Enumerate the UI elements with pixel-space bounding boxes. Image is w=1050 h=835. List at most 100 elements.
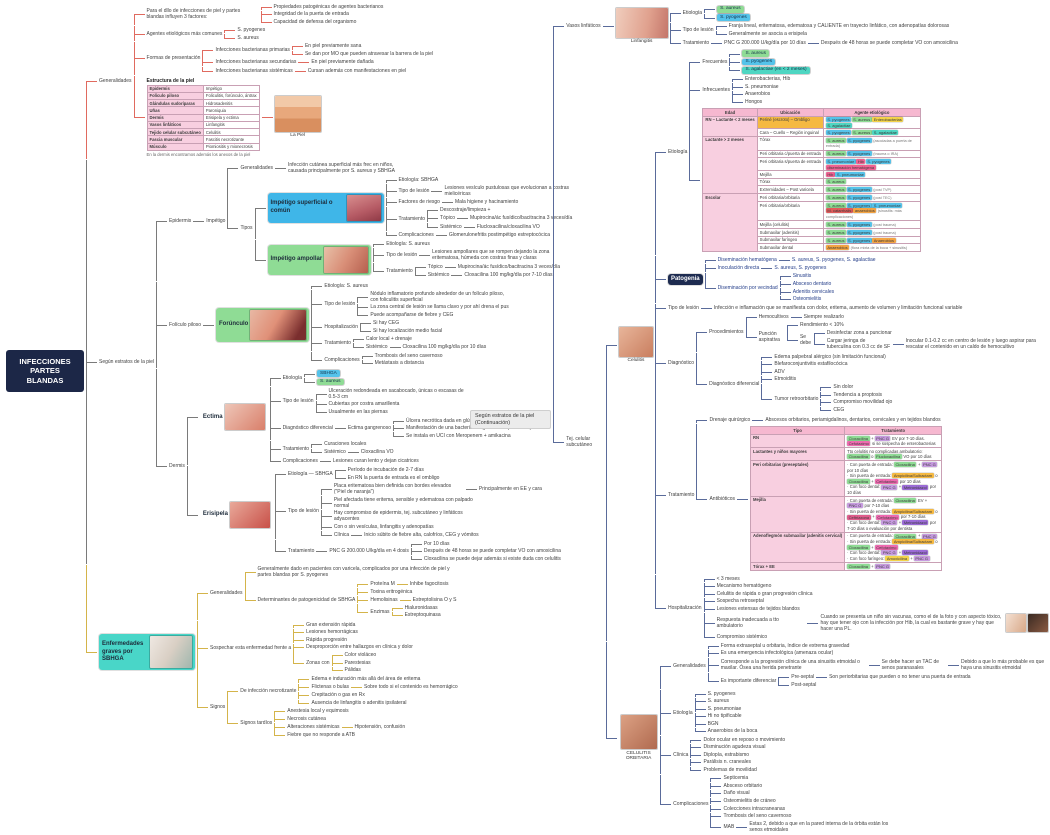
node-enterobacterias-hib[interactable]: Enterobacterias, Hib [745,76,790,82]
node-parestesias[interactable]: Parestesias [345,660,371,666]
node-vasos-linfaticos[interactable]: Vasos linfáticos [566,23,600,29]
node-s-agalactiae-en-2-meses[interactable]: S. agalactiae (en < 2 meses) [742,66,810,74]
node-para-el-dllo-de-infecciones-de[interactable]: Para el dllo de infecciones de piel y pa… [147,8,259,20]
node-ectima[interactable]: Ectima [200,402,268,432]
node-tipos[interactable]: Tipos [240,225,252,231]
node-manifestacion-de-una-bacteriem[interactable]: Manifestación de una bacteriemia (podría… [406,425,531,431]
node-cloxacilina-100-mg-kg-dia-por-[interactable]: Cloxacilina 100 mg/kg/día por 10 días [403,344,487,350]
node-diagnostico-diferencial[interactable]: Diagnóstico diferencial [283,425,333,431]
node-color-violaceo[interactable]: Color violáceo [345,652,377,658]
node-hospitalizacion[interactable]: Hospitalización [324,324,358,330]
node-pre-septal[interactable]: Pre-septal [791,674,814,680]
node-determinantes-de-patogenicidad[interactable]: Determinantes de patogenicidad de SBHGA [258,597,356,603]
node-s-aureus[interactable]: S. aureus [708,698,729,704]
node-s-pyogenes[interactable]: S. pyogenes [708,691,736,697]
node-es-importante-diferenciar[interactable]: Es importante diferenciar [721,678,777,684]
node-post-septal[interactable]: Post-septal [791,682,816,688]
node-edema-e-induracion-mas-alla-de[interactable]: Edema e induración más allá del área de … [311,676,420,682]
node-por-10-dias[interactable]: Por 10 días [424,541,450,547]
node-siempre-realizarlo[interactable]: Siempre realizarlo [804,314,844,320]
node-gran-extension-rapida[interactable]: Gran extensión rápida [306,622,355,628]
node-tipo-de-lesion[interactable]: Tipo de lesión [324,301,355,307]
node-cuando-se-presenta-un-nino-sin[interactable]: Cuando se presenta un niño sin vacunas, … [820,613,1048,632]
node-formas-de-presentacion[interactable]: Formas de presentación [147,55,201,61]
node-corresponde-a-la-progresion-cl[interactable]: Corresponde a la progresión clínica de u… [721,659,867,671]
node-se-dan-por-mo-que-pueden-atrav[interactable]: Se dan por MO que pueden atravesar la ba… [305,51,433,57]
node-generalidades[interactable]: Generalidades [240,165,273,171]
node-generalidades[interactable]: Generalidades [210,590,243,596]
node-etiologia[interactable]: Etiología [668,149,687,155]
node-impetigo-superficial-o-comun[interactable]: Impétigo superficial o común [267,192,384,223]
node-glomerulonefritis-postimpetigo[interactable]: Glomerulonefritis postimpétigo estreptoc… [449,232,550,238]
node-pnc-g-200-000-u-kg-dia-en-4-do[interactable]: PNC G 200.000 U/kg/día en 4 dosis [329,548,409,554]
node-erisipela[interactable]: Erisipela [200,500,273,530]
node-trombosis-del-seno-cavernoso[interactable]: Trombosis del seno cavernoso [723,813,791,819]
node-nodulo-inflamatorio-profundo-a[interactable]: Nódulo inflamatorio profundo alrededor d… [370,291,510,303]
node-dermis[interactable]: Dermis [169,463,185,469]
node-epidermis[interactable]: Epidermis [169,218,191,224]
node-sospecha-retroseptal[interactable]: Sospecha retroseptal [717,598,764,604]
node-estreptoquinasa[interactable]: Estreptoquinasa [405,612,441,618]
node-cargar-jeringa-de-tuberculina-[interactable]: Cargar jeringa de tuberculina con 0.3 cc… [827,338,891,350]
node-s-aureus[interactable]: S. aureus [237,35,258,41]
node-absceso-orbitario[interactable]: Absceso orbitario [723,783,762,789]
node-tratamiento[interactable]: Tratamiento [288,548,315,554]
node-ausencia-de-linfangitis-o-aden[interactable]: Ausencia de linfangitis o adenitis ipsil… [311,700,406,706]
node-infecciones-bacterianas-sistem[interactable]: Infecciones bacterianas sistémicas [215,68,292,74]
node-mala-higiene-y-hacinamiento[interactable]: Mala higiene y hacinamiento [455,199,518,205]
node-usualmente-en-las-piernas[interactable]: Usualmente en las piernas [329,409,388,415]
node-sistemico[interactable]: Sistémico [366,344,388,350]
node-pnc-g-200-000-u-kg-dia-por-10-[interactable]: PNC G 200.000 U/kg/día por 10 días [724,40,806,46]
node-estas-2-debido-a-que-en-la-par[interactable]: Estas 2, debido a que en la pared intern… [749,821,899,833]
node-tratamiento[interactable]: Tratamiento [324,340,351,346]
node-complicaciones[interactable]: Complicaciones [399,232,434,238]
node-se-instala-en-uci-con-meropene[interactable]: Se instala en UCI con Meropenem + amikac… [406,433,511,439]
node-inicio-subito-de-fiebre-alta-c[interactable]: Inicio súbito de fiebre alta, calofríos,… [364,532,479,538]
node-ectima-gangrenoso[interactable]: Ectima gangrenoso [348,425,391,431]
node-alteraciones-sistemicas[interactable]: Alteraciones sistémicas [287,724,339,730]
node-sistemico[interactable]: Sistémico [440,224,462,230]
node-s-pyogenes[interactable]: S. pyogenes [717,14,750,22]
node-cubiertas-por-costra-amarillen[interactable]: Cubiertas por costra amarillenta [329,401,400,407]
node-infeccion-e-inflamacion-que-se[interactable]: Infección e inflamación que se manifiest… [714,305,962,311]
node-hemolisinas[interactable]: Hemolisinas [370,597,397,603]
node-periodo-de-incubacion-de-2-7-d[interactable]: Período de incubación de 2-7 días [348,467,424,473]
root-continuacion[interactable]: Según estratos de la piel (Continuación) [470,410,552,430]
node-s-aureus[interactable]: S. aureus [742,50,769,58]
node-metastasis-a-distancia[interactable]: Metástasis a distancia [375,360,424,366]
node-ulceracion-redondeada-en-sacab[interactable]: Ulceración redondeada en sacabocado, úni… [329,388,469,400]
node-procedimientos[interactable]: Procedimientos [709,329,743,335]
root-infecciones-partes-blandas[interactable]: INFECCIONES PARTES BLANDAS [6,349,84,392]
node-s-pyogenes[interactable]: S. pyogenes [237,27,265,33]
node-lesiones-curan-lento-y-dejan-c[interactable]: Lesiones curan lento y dejan cicatrices [333,458,419,464]
node-dano-visual[interactable]: Daño visual [723,790,749,796]
node-es-una-emergencia-infectologic[interactable]: Es una emergencia infectológica (amenaza… [721,650,834,656]
node-palidas[interactable]: Pálidas [345,667,361,673]
node-capacidad-de-defensa-del-organ[interactable]: Capacidad de defensa del organismo [274,19,357,25]
node-diagnostico[interactable]: Diagnóstico [668,360,694,366]
node-adv[interactable]: ADV [774,369,784,375]
node-s-aureus[interactable]: S. aureus [717,5,744,13]
node-3-meses[interactable]: < 3 meses [717,576,740,582]
node-etiologia[interactable]: Etiología [673,710,692,716]
node-tratamiento[interactable]: Tratamiento [683,40,710,46]
node-disminucion-agudeza-visual[interactable]: Disminución agudeza visual [703,744,765,750]
node-blefaroconjuntivitis-estafiloc[interactable]: Blefaroconjuntivitis estafilocócica [774,361,847,367]
node-estreptolisina-o-y-s[interactable]: Estreptolisina O y S [413,597,457,603]
node-infeccion-cutanea-superficial-[interactable]: Infección cutánea superficial más frec e… [288,162,408,174]
node-generalmente-dado-en-pacientes[interactable]: Generalmente dado en pacientes con varic… [258,566,458,578]
node-diseminacion-hematogena[interactable]: Diseminación hematógena [718,257,777,263]
node-tumor-retroorbitario[interactable]: Tumor retroorbitario [774,396,818,402]
node-flictenas-o-bulas[interactable]: Flictenas o bulas [311,684,349,690]
node-cloxacilina-vo[interactable]: Cloxacilina VO [361,449,394,455]
node-integridad-de-la-puerta-de-ent[interactable]: Integridad de la puerta de entrada [274,11,349,17]
node-forma-extraseptal-u-orbitaria-[interactable]: Forma extraseptal u orbitaria, índice de… [721,643,850,649]
node-inoculacion-directa[interactable]: Inoculación directa [718,265,760,271]
node-infecciones-bacterianas-primar[interactable]: Infecciones bacterianas primarias [215,47,289,53]
node-zonas-con[interactable]: Zonas con [306,660,329,666]
node-debido-a-que-lo-mas-probable-e[interactable]: Debido a que lo más probable es que haya… [961,659,1048,671]
node-frecuentes[interactable]: Frecuentes [702,59,727,65]
node-s-pyogenes[interactable]: S. pyogenes [742,58,776,66]
node-ulcera-necrotica-dada-en-glute[interactable]: Úlcera necrótica dada en glúteos y EE [406,418,491,424]
node-flucloxacilina-cloxacilina-vo[interactable]: Flucloxacilina/cloxacilina VO [477,224,540,230]
